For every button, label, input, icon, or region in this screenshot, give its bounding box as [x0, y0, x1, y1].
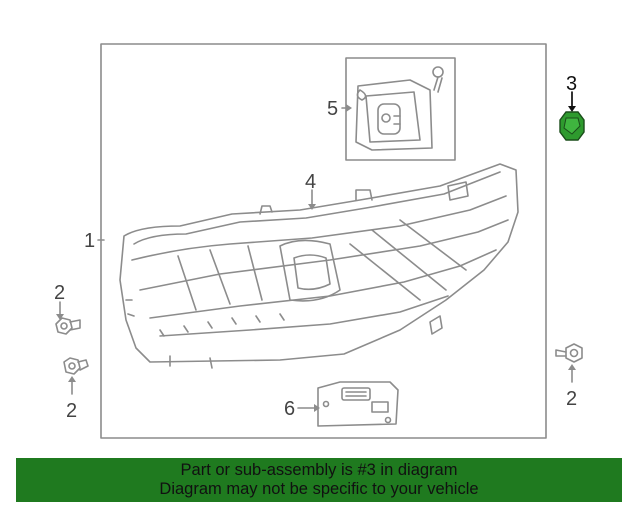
callout-2-right: 2: [566, 388, 577, 410]
banner-line-1: Part or sub-assembly is #3 in diagram: [180, 461, 458, 479]
ballast-module[interactable]: [317, 381, 399, 427]
info-banner: Part or sub-assembly is #3 in diagram Di…: [16, 458, 622, 502]
bolt-right[interactable]: [555, 343, 583, 363]
highlight-arrowhead: [568, 106, 576, 112]
headlamp-housing[interactable]: [119, 163, 519, 369]
bolt-left-top[interactable]: [55, 317, 81, 335]
callout-4: 4: [305, 171, 316, 193]
callout-1: 1: [84, 230, 95, 252]
callout-3: 3: [566, 73, 577, 95]
control-module[interactable]: [355, 79, 433, 151]
callout-2-left-bottom: 2: [66, 400, 77, 422]
banner-line-2: Diagram may not be specific to your vehi…: [159, 480, 479, 498]
leader-arrowheads: [56, 104, 576, 412]
callout-2-left-top: 2: [54, 282, 65, 304]
module-screw[interactable]: [432, 66, 444, 93]
highlighted-part-3[interactable]: [559, 111, 585, 141]
callout-5: 5: [327, 98, 338, 120]
bolt-left-bottom[interactable]: [63, 357, 89, 375]
assembly-frame: [100, 43, 547, 439]
callout-6: 6: [284, 398, 295, 420]
